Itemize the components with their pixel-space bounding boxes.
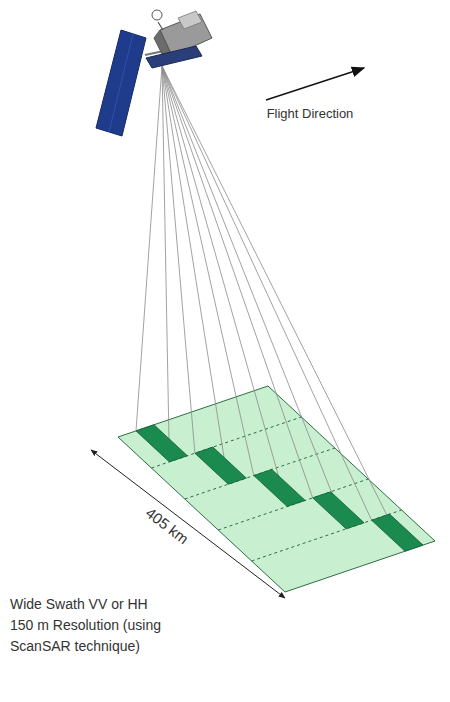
scan-burst [195,447,246,484]
beam-line [162,66,405,551]
scan-burst [313,492,364,529]
sar-antenna [146,46,202,68]
beam-line [136,66,162,431]
antenna-dish [152,10,162,20]
beam-line [162,66,169,462]
beam-line [162,66,254,476]
beam-line [162,66,313,498]
scan-burst [372,514,423,551]
swath-ground [118,386,435,592]
antenna-mast [158,22,163,30]
scan-burst [254,469,305,506]
satellite-detail [178,11,202,29]
flight-arrow [266,68,364,100]
caption: Wide Swath VV or HH 150 m Resolution (us… [10,594,168,657]
panel-seam [109,34,133,132]
beam-line [162,66,346,529]
scan-burst [136,425,187,462]
satellite [96,10,212,136]
beam-line [162,66,228,484]
solar-panel [96,30,146,136]
beam-line [162,66,287,507]
beam-line [162,66,372,520]
direction-label: Flight Direction [262,106,358,122]
